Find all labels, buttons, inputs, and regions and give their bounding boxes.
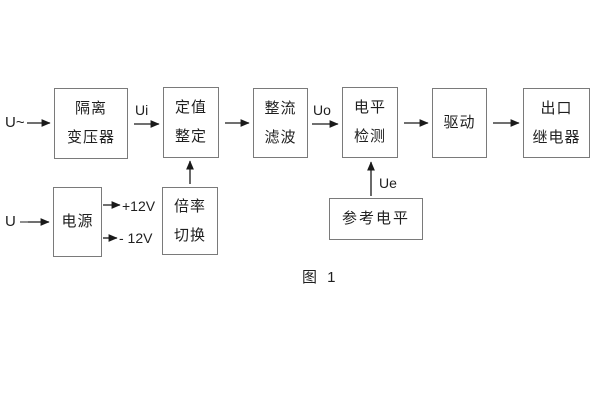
block-label: 参考电平 — [341, 210, 410, 227]
block-isolation-transformer: 隔离 变压器 — [54, 88, 128, 159]
label-plus-12v: +12V — [122, 198, 156, 214]
block-output-relay: 出口 继电器 — [523, 88, 590, 158]
block-label: 继电器 — [532, 128, 581, 146]
block-label: 滤波 — [264, 128, 297, 146]
block-ratio-switch: 倍率 切换 — [162, 187, 218, 255]
block-label: 出口 — [540, 99, 573, 117]
block-rectify-filter: 整流 滤波 — [253, 88, 308, 158]
block-label: 变压器 — [66, 129, 115, 146]
block-label: 驱动 — [443, 114, 476, 131]
block-drive: 驱动 — [432, 88, 487, 158]
label-ue: Ue — [379, 175, 397, 191]
figure-caption: 图 1 — [302, 269, 339, 286]
block-label: 隔离 — [74, 100, 107, 117]
label-uo: Uo — [313, 102, 331, 118]
block-label: 电平 — [353, 99, 386, 116]
block-label: 电源 — [61, 213, 94, 230]
block-power-supply: 电源 — [53, 187, 102, 257]
block-label: 切换 — [173, 226, 206, 244]
block-value-setting: 定值 整定 — [163, 87, 219, 158]
block-reference-level: 参考电平 — [329, 198, 423, 240]
block-label: 倍率 — [173, 197, 206, 215]
label-input-dc: U – — [5, 213, 29, 230]
label-input-ac: U~ — [5, 114, 25, 131]
block-level-detection: 电平 检测 — [342, 87, 398, 158]
block-label: 定值 — [174, 99, 207, 116]
label-ui: Ui — [135, 102, 149, 118]
block-label: 检测 — [353, 128, 386, 145]
block-label: 整流 — [264, 99, 297, 117]
block-label: 整定 — [174, 128, 207, 145]
label-minus-12v: - 12V — [119, 230, 153, 246]
